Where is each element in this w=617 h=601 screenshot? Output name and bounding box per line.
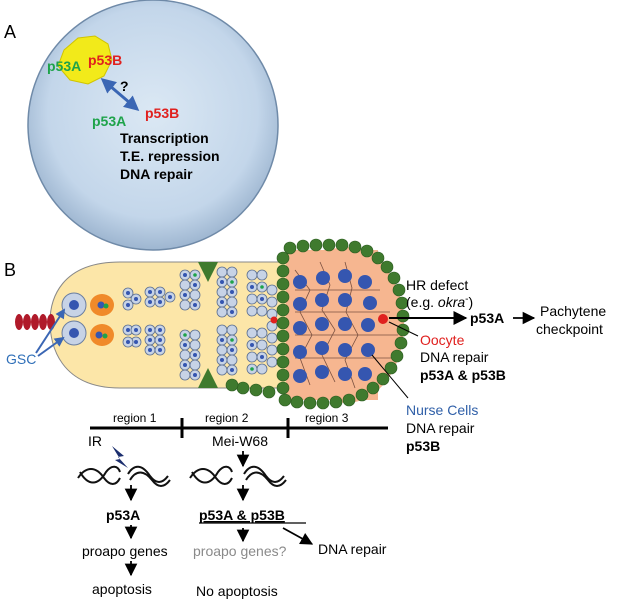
- oocyte-label: Oocyte: [420, 332, 465, 348]
- region-3-label: region 3: [305, 411, 349, 425]
- right-no-apoptosis: No apoptosis: [196, 583, 278, 599]
- region-1-label: region 1: [113, 411, 157, 425]
- right-repair-arrow: [282, 527, 314, 545]
- panel-a-label: A: [4, 22, 16, 42]
- left-p53a: p53A: [106, 507, 140, 523]
- p53b-free-label: p53B: [145, 105, 179, 121]
- dissociation-arrow: [100, 78, 140, 111]
- gsc-pointer-top: [35, 308, 66, 354]
- region-2-label: region 2: [205, 411, 249, 425]
- left-proapo-genes: proapo genes: [82, 543, 168, 559]
- nurse-p53: p53B: [406, 438, 440, 454]
- okra-gene: okra: [438, 294, 465, 310]
- p53a-free-label: p53A: [92, 113, 126, 129]
- panel-b-label: B: [4, 260, 16, 280]
- right-dna-repair: DNA repair: [318, 541, 387, 557]
- p53-complex-blob: [57, 35, 113, 85]
- p53b-complex-label: p53B: [88, 52, 122, 68]
- dna-break-right-icon: [189, 465, 287, 487]
- question-mark: ?: [120, 78, 129, 94]
- gsc-pointer-bottom: [37, 336, 65, 357]
- region1-cyst-nuclei: [126, 290, 172, 352]
- region2-cyst-nuclei: [183, 273, 264, 377]
- hr-defect-prefix: (e.g.: [406, 294, 438, 310]
- region2b-cyst: [266, 284, 278, 368]
- checkpoint-label: checkpoint: [536, 321, 603, 337]
- left-apoptosis: apoptosis: [92, 581, 152, 597]
- hr-defect-suffix: ): [468, 294, 473, 310]
- function-transcription: Transcription: [120, 130, 209, 146]
- germline-stem-cells: [61, 292, 114, 346]
- right-proapo-genes: proapo genes?: [193, 543, 287, 559]
- meiw68-label: Mei-W68: [212, 433, 268, 449]
- nucleus-disc: [27, 0, 279, 251]
- oocyte-p53: p53A & p53B: [420, 367, 506, 383]
- oocyte-function: DNA repair: [420, 349, 489, 365]
- oocyte-pointer: [388, 321, 419, 337]
- gsc-label: GSC: [6, 351, 36, 367]
- right-p53a-p53b: p53A & p53B: [199, 507, 285, 523]
- hr-defect-label: HR defect: [406, 277, 468, 293]
- terminal-filament: [15, 314, 55, 330]
- lightning-bolt-icon: [112, 446, 128, 468]
- p53a-complex-label: p53A: [47, 58, 81, 74]
- okra-superscript: -: [465, 294, 468, 305]
- p53a-checkpoint-label: p53A: [470, 310, 504, 326]
- hr-defect-example: (e.g. okra-): [406, 294, 473, 310]
- dna-break-left-icon: [77, 465, 171, 487]
- region2-cysts: [179, 266, 268, 381]
- nurse-function: DNA repair: [406, 420, 475, 436]
- follicle-cell-layer: [225, 238, 410, 410]
- function-dna-repair: DNA repair: [120, 166, 193, 182]
- function-te-repression: T.E. repression: [120, 148, 220, 164]
- nurse-cell-nuclei: [293, 269, 377, 383]
- ir-label: IR: [88, 433, 102, 449]
- region2b-oocyte-dot: [270, 316, 278, 324]
- nurse-cell-membranes: [294, 261, 398, 389]
- pachytene-label: Pachytene: [540, 303, 606, 319]
- nurse-cells-label: Nurse Cells: [406, 402, 478, 418]
- region2-green-foci: [183, 273, 264, 371]
- oocyte-nucleus: [378, 314, 388, 324]
- follicle-triangle-top: [198, 262, 218, 282]
- follicle-triangle-bottom: [198, 368, 218, 388]
- nurse-pointer: [371, 354, 409, 399]
